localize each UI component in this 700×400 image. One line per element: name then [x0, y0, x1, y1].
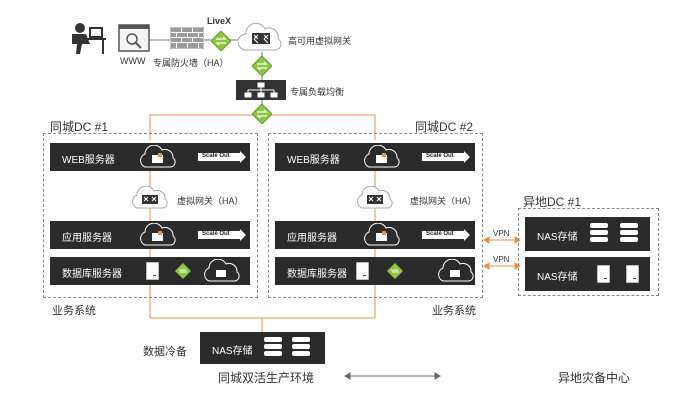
dc1-web-scale-out-arrow — [198, 151, 246, 163]
cold-nas-label: NAS存储 — [212, 346, 253, 357]
dc1-vgateway-label: 虚拟网关（HA） — [177, 196, 244, 206]
firewall-icon — [170, 27, 204, 49]
dc1-vgateway-cloud-icon — [132, 186, 168, 209]
dc2-web-scale-out-label: Scale Out — [426, 153, 454, 159]
dr-center-label: 异地灾备中心 — [558, 371, 631, 385]
dc2-app-label: 应用服务器 — [287, 233, 337, 244]
vpn-label-1: VPN — [493, 229, 510, 238]
dc1-db-cloud-icon — [204, 259, 240, 282]
remote-server-icon-1 — [597, 265, 610, 283]
dc1-db-server-icon — [146, 262, 159, 280]
livex-label: LiveX — [207, 16, 232, 26]
dc2-title: 同城DC #2 — [415, 120, 474, 134]
load-balancer-icon — [236, 80, 286, 100]
user-at-desk-icon — [72, 23, 106, 54]
split-router-icon — [252, 104, 272, 124]
dc1-db-label: 数据库服务器 — [62, 269, 122, 280]
ha-gateway-label: 高可用虚拟网关 — [288, 36, 352, 46]
dc1-app-cloud-icon — [140, 223, 176, 246]
dc2-web-label: WEB服务器 — [287, 155, 340, 166]
dc2-app-scale-out-arrow — [422, 229, 470, 241]
dc2-db-label: 数据库服务器 — [287, 269, 347, 280]
dc2-web-cloud-icon — [364, 145, 400, 168]
cold-disk-array-icon — [264, 337, 310, 356]
remote-dc-zone — [518, 208, 659, 296]
firewall-label: 专属防火墙（HA） — [153, 58, 229, 68]
dc2-vgateway-label: 虚拟网关（HA） — [410, 196, 477, 206]
remote-nas-label-1: NAS存储 — [537, 232, 578, 243]
router-node-icon — [252, 56, 272, 76]
dc2-footer-label: 业务系统 — [432, 305, 476, 317]
vpn-label-2: VPN — [493, 255, 510, 264]
dc1-footer-label: 业务系统 — [52, 305, 96, 317]
dc2-vgateway-cloud-icon — [357, 186, 393, 209]
dc1-app-label: 应用服务器 — [62, 233, 112, 244]
dc1-web-cloud-icon — [140, 145, 176, 168]
remote-nas-label-2: NAS存储 — [537, 272, 578, 283]
load-balancer-label: 专属负载均衡 — [290, 87, 345, 97]
www-label: WWW — [120, 56, 146, 66]
dc2-db-sync-node-icon — [387, 263, 403, 279]
virtual-gateway-cloud-icon — [238, 22, 282, 51]
dc2-db-server-icon — [356, 262, 369, 280]
cold-backup-label: 数据冷备 — [143, 346, 187, 358]
dc1-web-label: WEB服务器 — [62, 155, 115, 166]
dc1-app-scale-out-arrow — [198, 229, 246, 241]
dc2-web-scale-out-arrow — [422, 151, 470, 163]
dc1-web-scale-out-label: Scale Out — [202, 153, 230, 159]
dc1-title: 同城DC #1 — [50, 120, 109, 134]
dc1-app-scale-out-label: Scale Out — [202, 231, 230, 237]
active-active-env-label: 同城双活生产环境 — [218, 371, 315, 385]
dc1-zone — [43, 133, 258, 298]
remote-server-icon-2 — [626, 265, 639, 283]
dc2-app-cloud-icon — [364, 223, 400, 246]
livex-router-icon — [211, 31, 231, 51]
dc2-db-cloud-icon — [438, 259, 474, 282]
browser-search-icon — [118, 24, 150, 52]
dc1-db-sync-node-icon — [175, 263, 191, 279]
dc2-app-scale-out-label: Scale Out — [426, 231, 454, 237]
remote-dc-title: 异地DC #1 — [523, 195, 582, 209]
remote-disk-array-icon-1 — [590, 223, 638, 242]
dc2-zone — [268, 133, 483, 298]
